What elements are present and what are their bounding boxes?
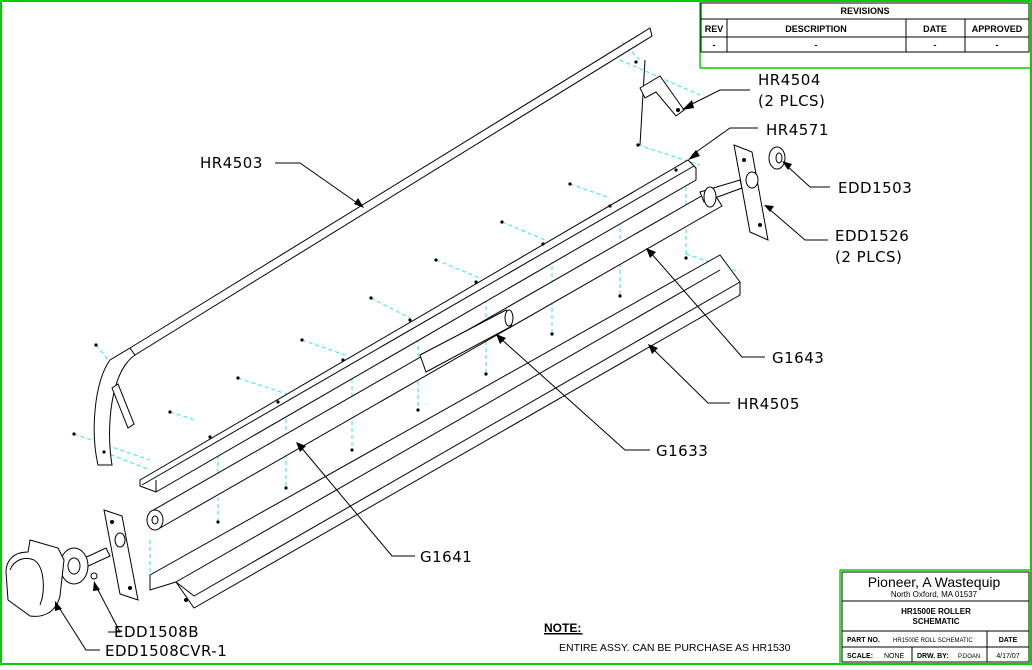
label-hr4503: HR4503 [200,154,263,172]
revisions-table: REVISIONS REV DESCRIPTION DATE APPROVED … [699,2,1031,69]
rev-cell-date: - [934,40,937,50]
bracket-hr4504 [639,75,685,117]
part-hr4505-tray [149,254,741,609]
drawn-by-value: P.DOAN [958,654,980,660]
part-edd1526-plate-right [733,144,769,241]
rev-cell-approved: - [996,40,999,50]
callouts: HR4504 (2 PLCS) HR4571 HR4503 EDD1503 ED… [55,71,912,660]
company-address: North Oxford, MA 01537 [891,590,978,599]
label-edd1508b: EDD1508B [114,623,199,641]
company-name: Pioneer, A Wastequip [868,574,1001,590]
label-hr4571: HR4571 [766,121,829,139]
label-edd1508cvr: EDD1508CVR-1 [105,642,227,660]
note-title: NOTE: [544,621,581,635]
rev-cell-description: - [815,40,818,50]
rev-header-approved: APPROVED [972,24,1023,34]
part-edd1526-plate-left [103,509,139,601]
label-edd1526-qty: (2 PLCS) [835,248,902,266]
part-edd1503-bearing [768,146,786,170]
title-block: Pioneer, A Wastequip North Oxford, MA 01… [839,569,1031,664]
drawing-title-line2: SCHEMATIC [913,617,960,626]
label-g1633: G1633 [656,442,708,460]
revisions-title: REVISIONS [840,6,889,16]
part-g1633-shaft [419,309,514,373]
label-hr4505: HR4505 [737,395,800,413]
label-hr4504-qty: (2 PLCS) [758,92,825,110]
label-edd1503: EDD1503 [838,179,912,197]
part-no-label: PART NO. [847,637,880,644]
label-edd1526: EDD1526 [835,227,909,245]
rev-header-date: DATE [923,24,947,34]
date-label: DATE [999,637,1018,644]
label-g1641: G1641 [420,548,472,566]
note-text: ENTIRE ASSY. CAN BE PURCHASE AS HR1530 [559,642,791,654]
date-value: 4/17/07 [996,653,1019,660]
drawn-by-label: DRW. BY: [917,653,949,660]
scale-label: SCALE: [847,653,873,660]
part-edd1508cvr-cover [5,539,65,617]
rev-header-rev: REV [705,24,724,34]
drawing-title-line1: HR1500E ROLLER [901,607,971,616]
fastener-dots [72,60,688,524]
part-edd1508b-bearing [59,547,111,585]
label-g1643: G1643 [772,349,824,367]
assembly-note: NOTE: ENTIRE ASSY. CAN BE PURCHASE AS HR… [544,621,791,654]
part-hr4503-cover [93,27,685,466]
part-no-value: HR1500E ROLL SCHEMATIC [893,638,973,644]
rev-header-description: DESCRIPTION [785,24,847,34]
part-g1643-end [699,179,743,208]
rev-cell-rev: - [713,40,716,50]
label-hr4504: HR4504 [758,71,821,89]
scale-value: NONE [884,653,905,660]
bracket-small-left [111,383,135,429]
